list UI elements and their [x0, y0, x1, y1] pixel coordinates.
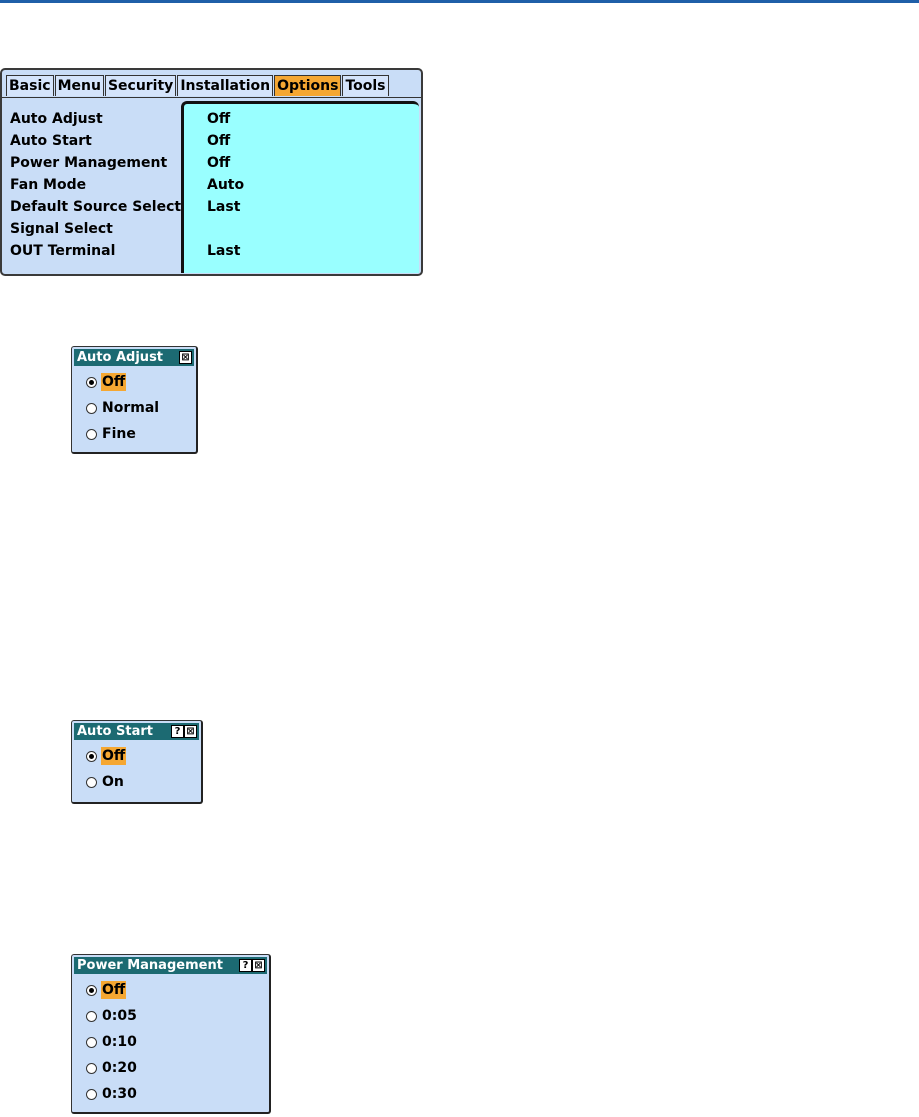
- dialog-title: Auto Adjust: [77, 350, 164, 365]
- tab-installation[interactable]: Installation: [177, 75, 274, 96]
- menu-item-power-management[interactable]: Power Management: [10, 155, 168, 171]
- menu-item-auto-start[interactable]: Auto Start: [10, 133, 92, 149]
- radio-option-normal[interactable]: Normal: [86, 395, 160, 421]
- help-icon[interactable]: ?: [171, 725, 184, 738]
- radio-option-on[interactable]: On: [86, 769, 126, 795]
- tab-menu[interactable]: Menu: [54, 75, 104, 96]
- radio-checked-icon[interactable]: [86, 984, 97, 996]
- dialog-title: Power Management: [77, 958, 223, 973]
- radio-label: 0:10: [102, 1034, 137, 1050]
- menu-value-signal-select: [207, 218, 244, 240]
- menu-item-default-source-select[interactable]: Default Source Select: [10, 199, 182, 215]
- options-menu: Basic Menu Security Installation Options…: [0, 68, 423, 276]
- radio-checked-icon[interactable]: [86, 750, 97, 762]
- radio-option-0-20[interactable]: 0:20: [86, 1055, 138, 1081]
- radio-unchecked-icon[interactable]: [86, 776, 97, 788]
- radio-unchecked-icon[interactable]: [86, 1088, 97, 1100]
- menu-item-out-terminal[interactable]: OUT Terminal: [10, 243, 116, 259]
- menu-item-signal-select[interactable]: Signal Select: [10, 221, 113, 237]
- menu-item-values: Off Off Off Auto Last Last: [207, 108, 244, 262]
- radio-unchecked-icon[interactable]: [86, 1010, 97, 1022]
- power-management-dialog: Power Management ? ⊠ Off 0:05 0:10 0:20 …: [71, 954, 271, 1114]
- auto-adjust-dialog: Auto Adjust ⊠ Off Normal Fine: [71, 346, 198, 454]
- radio-label: Fine: [102, 426, 136, 442]
- radio-label: On: [102, 774, 124, 790]
- radio-unchecked-icon[interactable]: [86, 428, 97, 440]
- menu-value-default-source-select: Last: [207, 199, 241, 215]
- auto-start-dialog: Auto Start ? ⊠ Off On: [71, 720, 203, 804]
- dialog-titlebar: Auto Adjust ⊠: [74, 349, 194, 366]
- menu-item-labels: Auto Adjust Auto Start Power Management …: [10, 108, 182, 262]
- menu-item-auto-adjust[interactable]: Auto Adjust: [10, 111, 103, 127]
- tab-divider: [2, 97, 421, 98]
- radio-unchecked-icon[interactable]: [86, 402, 97, 414]
- radio-option-off[interactable]: Off: [86, 743, 127, 769]
- dialog-titlebar: Auto Start ? ⊠: [74, 723, 199, 740]
- radio-label: 0:20: [102, 1060, 137, 1076]
- radio-option-0-10[interactable]: 0:10: [86, 1029, 138, 1055]
- menu-value-auto-start: Off: [207, 133, 231, 149]
- menu-tabs: Basic Menu Security Installation Options…: [6, 75, 390, 97]
- radio-unchecked-icon[interactable]: [86, 1062, 97, 1074]
- radio-label: Normal: [102, 400, 160, 416]
- radio-option-0-30[interactable]: 0:30: [86, 1081, 138, 1107]
- tab-basic[interactable]: Basic: [6, 75, 54, 96]
- menu-item-fan-mode[interactable]: Fan Mode: [10, 177, 87, 193]
- top-rule: [0, 0, 919, 3]
- radio-group: Off Normal Fine: [86, 369, 160, 447]
- close-icon[interactable]: ⊠: [179, 351, 192, 364]
- dialog-titlebar: Power Management ? ⊠: [74, 957, 267, 974]
- radio-option-off[interactable]: Off: [86, 977, 138, 1003]
- radio-unchecked-icon[interactable]: [86, 1036, 97, 1048]
- menu-value-out-terminal: Last: [207, 243, 241, 259]
- radio-label: Off: [101, 747, 127, 765]
- menu-value-auto-adjust: Off: [207, 111, 231, 127]
- close-icon[interactable]: ⊠: [252, 959, 265, 972]
- close-icon[interactable]: ⊠: [184, 725, 197, 738]
- tab-security[interactable]: Security: [104, 75, 177, 96]
- radio-group: Off 0:05 0:10 0:20 0:30: [86, 977, 138, 1107]
- radio-label: 0:05: [102, 1008, 137, 1024]
- radio-label: Off: [101, 373, 127, 391]
- tab-tools[interactable]: Tools: [342, 75, 389, 96]
- radio-checked-icon[interactable]: [86, 376, 97, 388]
- radio-option-0-05[interactable]: 0:05: [86, 1003, 138, 1029]
- radio-label: Off: [101, 981, 127, 999]
- value-pane: [181, 101, 419, 273]
- radio-label: 0:30: [102, 1086, 137, 1102]
- menu-value-fan-mode: Auto: [207, 177, 245, 193]
- dialog-title: Auto Start: [77, 724, 153, 739]
- tab-options[interactable]: Options: [274, 75, 342, 96]
- menu-value-power-management: Off: [207, 155, 231, 171]
- radio-group: Off On: [86, 743, 127, 795]
- radio-option-fine[interactable]: Fine: [86, 421, 160, 447]
- radio-option-off[interactable]: Off: [86, 369, 160, 395]
- help-icon[interactable]: ?: [239, 959, 252, 972]
